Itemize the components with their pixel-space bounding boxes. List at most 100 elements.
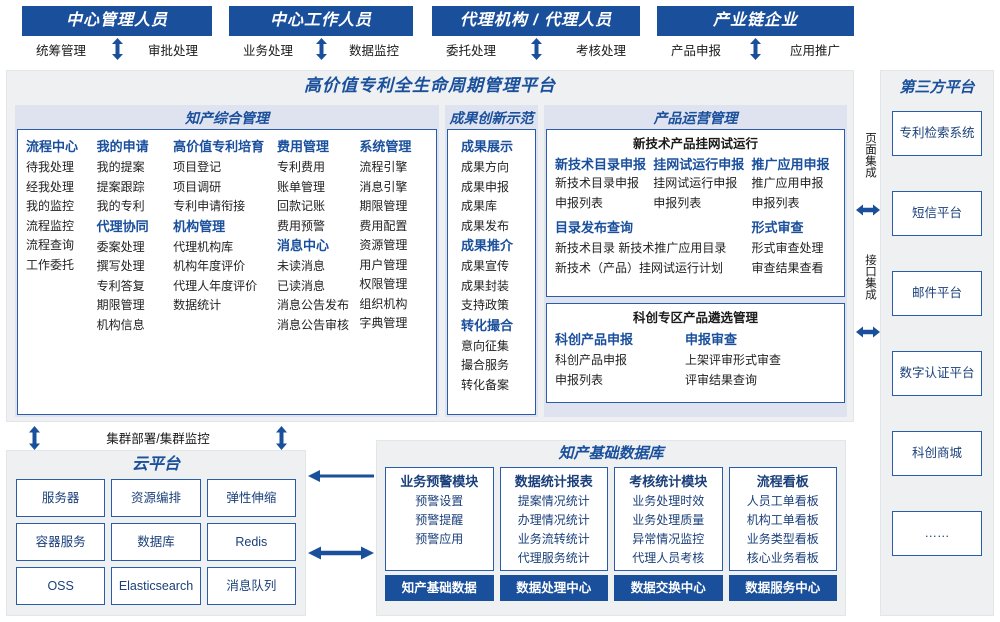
menu-item[interactable]: 费用配置: [359, 218, 408, 233]
cloud-cell-database[interactable]: 数据库: [111, 523, 201, 561]
menu-item[interactable]: 撰写处理: [96, 259, 145, 273]
menu-item[interactable]: 项目登记: [173, 160, 222, 174]
menu-item[interactable]: 意向征集: [461, 338, 510, 353]
db-item[interactable]: 业务流转统计: [517, 532, 590, 546]
db-item[interactable]: 机构工单看板: [746, 513, 819, 527]
menu-item[interactable]: 委案处理: [96, 239, 145, 254]
menu-item[interactable]: 机构信息: [96, 317, 145, 332]
third-party-item-sms[interactable]: 短信平台: [892, 191, 982, 236]
cloud-cell-elasticsearch[interactable]: Elasticsearch: [111, 567, 201, 605]
section-header[interactable]: 费用管理: [277, 139, 330, 154]
menu-item[interactable]: 消息公告审核: [277, 317, 350, 332]
menu-item[interactable]: 审查结果查看: [751, 260, 824, 275]
menu-item[interactable]: 费用预警: [277, 218, 326, 233]
db-item[interactable]: 核心业务看板: [746, 551, 819, 565]
menu-item[interactable]: 新技术目录申报: [555, 176, 640, 190]
menu-item[interactable]: 经我处理: [26, 179, 75, 194]
menu-item[interactable]: 流程引擎: [359, 160, 408, 174]
menu-item[interactable]: 撮合服务: [461, 358, 510, 372]
db-item[interactable]: 业务处理质量: [632, 513, 705, 527]
menu-item[interactable]: 成果宣传: [461, 259, 510, 273]
db-item[interactable]: 业务类型看板: [746, 532, 819, 546]
menu-item[interactable]: 回款记账: [277, 199, 326, 213]
menu-item[interactable]: 用户管理: [359, 257, 408, 272]
menu-item[interactable]: 已读消息: [277, 278, 326, 293]
menu-item[interactable]: 流程监控: [26, 218, 75, 233]
menu-item[interactable]: 机构年度评价: [173, 259, 246, 273]
menu-item[interactable]: 申报列表: [555, 195, 604, 210]
db-item[interactable]: 异常情况监控: [632, 532, 705, 546]
third-party-item-email[interactable]: 邮件平台: [892, 271, 982, 316]
menu-item[interactable]: 组织机构: [359, 296, 408, 311]
section-header[interactable]: 代理协同: [96, 218, 149, 234]
section-header[interactable]: 挂网试运行申报: [653, 157, 745, 172]
section-header[interactable]: 新技术目录申报: [555, 157, 647, 172]
cloud-cell-container[interactable]: 容器服务: [16, 523, 106, 561]
section-header[interactable]: 机构管理: [173, 218, 226, 234]
db-item[interactable]: 预警提醒: [415, 513, 464, 527]
db-item[interactable]: 预警应用: [415, 532, 464, 546]
menu-item[interactable]: 代理机构库: [173, 239, 234, 254]
db-footer-badge[interactable]: 数据处理中心: [499, 575, 608, 601]
menu-item[interactable]: 评审结果查询: [685, 372, 758, 387]
menu-item[interactable]: 消息引擎: [359, 179, 408, 194]
menu-item[interactable]: 期限管理: [96, 298, 145, 312]
section-header[interactable]: 高价值专利培育: [173, 139, 265, 154]
menu-item[interactable]: 提案跟踪: [96, 179, 145, 194]
section-header[interactable]: 形式审查: [751, 220, 804, 235]
db-item[interactable]: 预警设置: [415, 494, 464, 508]
menu-item[interactable]: 支持政策: [461, 298, 510, 312]
section-header[interactable]: 科创产品申报: [555, 332, 634, 347]
menu-item[interactable]: 未读消息: [277, 259, 326, 273]
cloud-cell-message-queue[interactable]: 消息队列: [206, 567, 296, 605]
menu-item[interactable]: 项目调研: [173, 179, 222, 194]
menu-item[interactable]: 新技术（产品）挂网试运行计划: [555, 260, 724, 275]
menu-item[interactable]: 专利申请衔接: [173, 199, 246, 213]
db-footer-badge[interactable]: 知产基础数据: [385, 575, 494, 601]
section-header[interactable]: 申报审查: [685, 332, 738, 347]
menu-item[interactable]: 转化备案: [461, 377, 510, 392]
section-header[interactable]: 成果展示: [461, 139, 514, 154]
menu-item[interactable]: 科创产品申报: [555, 353, 628, 367]
menu-item[interactable]: 申报列表: [653, 195, 702, 210]
cloud-cell-redis[interactable]: Redis: [206, 523, 296, 561]
db-item[interactable]: 办理情况统计: [517, 513, 590, 527]
third-party-item-digital-cert[interactable]: 数字认证平台: [892, 351, 982, 396]
menu-item[interactable]: 待我处理: [26, 160, 75, 174]
menu-item[interactable]: 形式审查处理: [751, 241, 824, 255]
menu-item[interactable]: 成果库: [461, 199, 498, 213]
db-item[interactable]: 人员工单看板: [746, 494, 819, 508]
menu-item[interactable]: 我的专利: [96, 199, 145, 213]
section-header[interactable]: 目录发布查询: [555, 220, 634, 235]
cloud-cell-server[interactable]: 服务器: [16, 479, 106, 517]
third-party-item-more[interactable]: ……: [892, 511, 982, 556]
menu-item[interactable]: 成果申报: [461, 179, 510, 194]
menu-item[interactable]: 成果方向: [461, 160, 510, 174]
menu-item[interactable]: 成果发布: [461, 218, 510, 233]
menu-item[interactable]: 消息公告发布: [277, 298, 350, 312]
menu-item[interactable]: 我的监控: [26, 199, 75, 213]
section-header[interactable]: 系统管理: [359, 139, 412, 154]
db-item[interactable]: 业务处理时效: [632, 494, 705, 508]
section-header[interactable]: 推广应用申报: [751, 157, 830, 172]
db-item[interactable]: 代理人员考核: [632, 551, 705, 565]
section-header[interactable]: 转化撮合: [461, 317, 514, 333]
menu-item[interactable]: 资源管理: [359, 238, 408, 252]
menu-item[interactable]: 代理人年度评价: [173, 278, 258, 293]
cloud-cell-oss[interactable]: OSS: [16, 567, 106, 605]
db-footer-badge[interactable]: 数据服务中心: [728, 575, 837, 601]
db-footer-badge[interactable]: 数据交换中心: [614, 575, 723, 601]
menu-item[interactable]: 挂网试运行申报: [653, 176, 738, 190]
db-item[interactable]: 提案情况统计: [517, 494, 590, 508]
db-item[interactable]: 代理服务统计: [517, 551, 590, 565]
third-party-item-patent-search[interactable]: 专利检索系统: [892, 111, 982, 156]
section-header[interactable]: 消息中心: [277, 238, 330, 253]
menu-item[interactable]: 工作委托: [26, 257, 75, 272]
menu-item[interactable]: 权限管理: [359, 277, 408, 291]
menu-item[interactable]: 成果封装: [461, 278, 510, 293]
menu-item[interactable]: 我的提案: [96, 160, 145, 174]
cloud-cell-autoscaling[interactable]: 弹性伸缩: [206, 479, 296, 517]
menu-item[interactable]: 专利费用: [277, 160, 326, 174]
menu-item[interactable]: 申报列表: [555, 372, 604, 387]
menu-item[interactable]: 数据统计: [173, 298, 222, 312]
